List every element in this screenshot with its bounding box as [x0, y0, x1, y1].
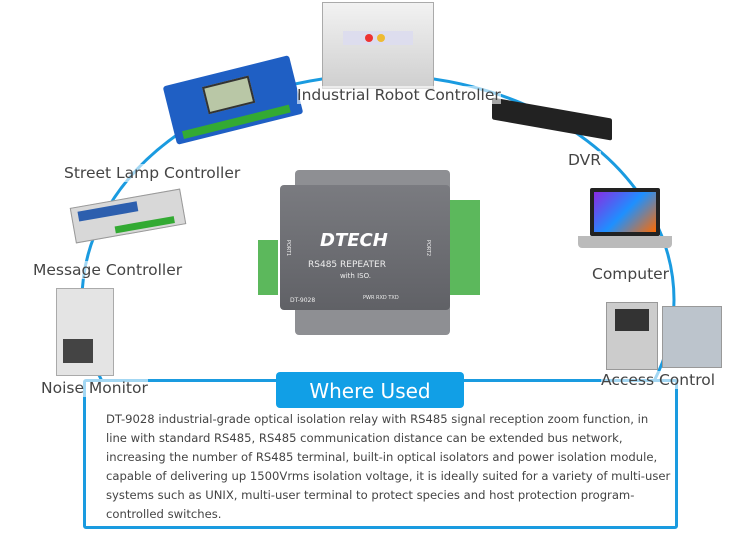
port2-label: PORT2	[425, 239, 432, 257]
label-street-lamp: Street Lamp Controller	[64, 164, 241, 182]
label-access-control: Access Control	[601, 371, 716, 389]
laptop-base	[578, 236, 672, 248]
dt9028-repeater-image: DTECH RS485 REPEATER with ISO. DT-9028 P…	[258, 160, 480, 340]
label-noise-monitor: Noise Monitor	[41, 379, 148, 397]
label-dvr: DVR	[568, 151, 602, 169]
access-control-image	[606, 302, 658, 370]
device-leds: PWR RXD TXD	[363, 295, 399, 301]
section-title: Where Used	[276, 372, 464, 408]
label-robot-controller: Industrial Robot Controller	[297, 86, 501, 104]
access-panel-image	[662, 306, 722, 368]
description-text: DT-9028 industrial-grade optical isolati…	[106, 412, 671, 521]
noise-monitor-image	[56, 288, 114, 376]
device-name: RS485 REPEATER	[308, 260, 386, 270]
computer-image	[590, 188, 660, 236]
device-sub: with ISO.	[340, 272, 372, 280]
label-computer: Computer	[592, 265, 670, 283]
port1-label: PORT1	[285, 239, 292, 257]
label-message-controller: Message Controller	[33, 261, 183, 279]
robot-controller-image	[322, 2, 434, 89]
device-model: DT-9028	[290, 297, 316, 304]
brand-logo: DTECH	[320, 230, 388, 251]
